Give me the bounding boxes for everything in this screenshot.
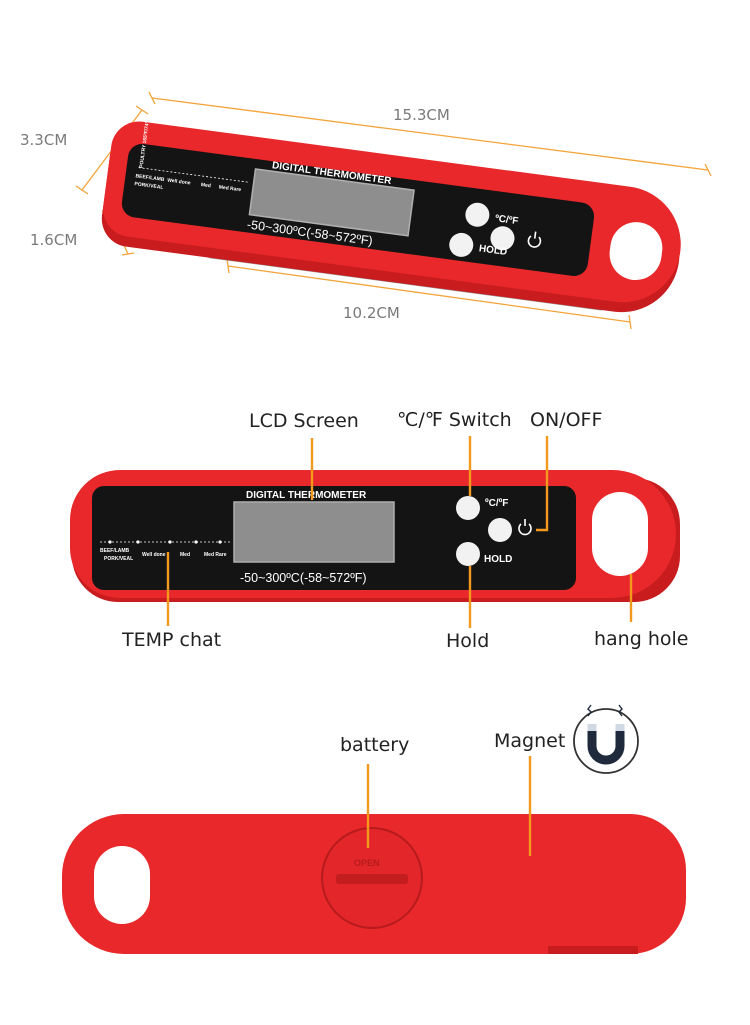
back-callout-leaders: [366, 756, 532, 856]
temp-chart-row2-0: BEEF/LAMB: [135, 173, 165, 183]
probe-line: [227, 265, 631, 323]
front-panel-title: DIGITAL THERMOMETER: [246, 490, 367, 501]
svg-text:BEEF/LAMB: BEEF/LAMB: [100, 548, 130, 554]
front-hold-button[interactable]: [456, 542, 480, 566]
battery-cover-slot: [336, 874, 408, 884]
dim-height: 3.3CM: [20, 131, 68, 149]
svg-text:Well done: Well done: [142, 552, 166, 558]
front-switch-button[interactable]: [456, 496, 480, 520]
svg-text:Med Rare: Med Rare: [218, 184, 241, 193]
hold-label: HOLD: [478, 243, 508, 258]
callout-switch: ℃/℉ Switch: [397, 409, 512, 431]
onoff-leader: [536, 436, 549, 532]
front-lcd-screen: [233, 501, 395, 563]
callout-hang: hang hole: [594, 628, 689, 650]
callout-lcd: LCD Screen: [249, 410, 359, 432]
svg-text:Med Rare: Med Rare: [204, 552, 227, 558]
front-hold-label: HOLD: [484, 554, 512, 565]
callout-hold: Hold: [446, 630, 490, 652]
switch-label: ºC/ºF: [494, 213, 519, 227]
callout-battery: battery: [340, 734, 410, 756]
hold-button[interactable]: [448, 231, 475, 258]
dim-length: 15.3CM: [393, 106, 450, 124]
svg-text:Med: Med: [180, 552, 190, 558]
dim-probe: 10.2CM: [343, 304, 400, 322]
front-hang-hole: [592, 492, 648, 576]
front-power-icon: [518, 519, 532, 536]
svg-text:PORK/VEAL: PORK/VEAL: [104, 556, 133, 562]
callout-magnet: Magnet: [494, 730, 566, 752]
power-button[interactable]: [489, 225, 516, 252]
back-hang-hole: [94, 846, 150, 924]
callout-temp: TEMP chat: [122, 629, 222, 651]
celsius-fahrenheit-button[interactable]: [464, 201, 491, 228]
hang-hole: [609, 222, 663, 281]
dim-thickness: 1.6CM: [30, 231, 78, 249]
top-thermometer: DIGITAL THERMOMETER -50~300ºC(-58~572ºF)…: [101, 117, 681, 313]
lcd-screen: [248, 168, 415, 237]
length-line: [151, 97, 709, 171]
svg-text:Med: Med: [201, 182, 212, 189]
front-temperature-range: -50~300ºC(-58~572ºF): [240, 571, 367, 585]
front-temp-chart: BEEF/LAMB Well done Med Med Rare PORK/VE…: [100, 540, 230, 562]
power-icon: [527, 231, 542, 248]
svg-text:PORK/VEAL: PORK/VEAL: [134, 181, 164, 191]
front-power-button[interactable]: [488, 518, 512, 542]
callout-leaders: [166, 436, 633, 628]
battery-cover-label: OPEN: [354, 858, 380, 868]
magnet-icon: [573, 704, 639, 774]
callout-onoff: ON/OFF: [530, 409, 603, 431]
front-switch-label: ºC/ºF: [485, 498, 508, 509]
svg-text:Well done: Well done: [167, 177, 191, 186]
